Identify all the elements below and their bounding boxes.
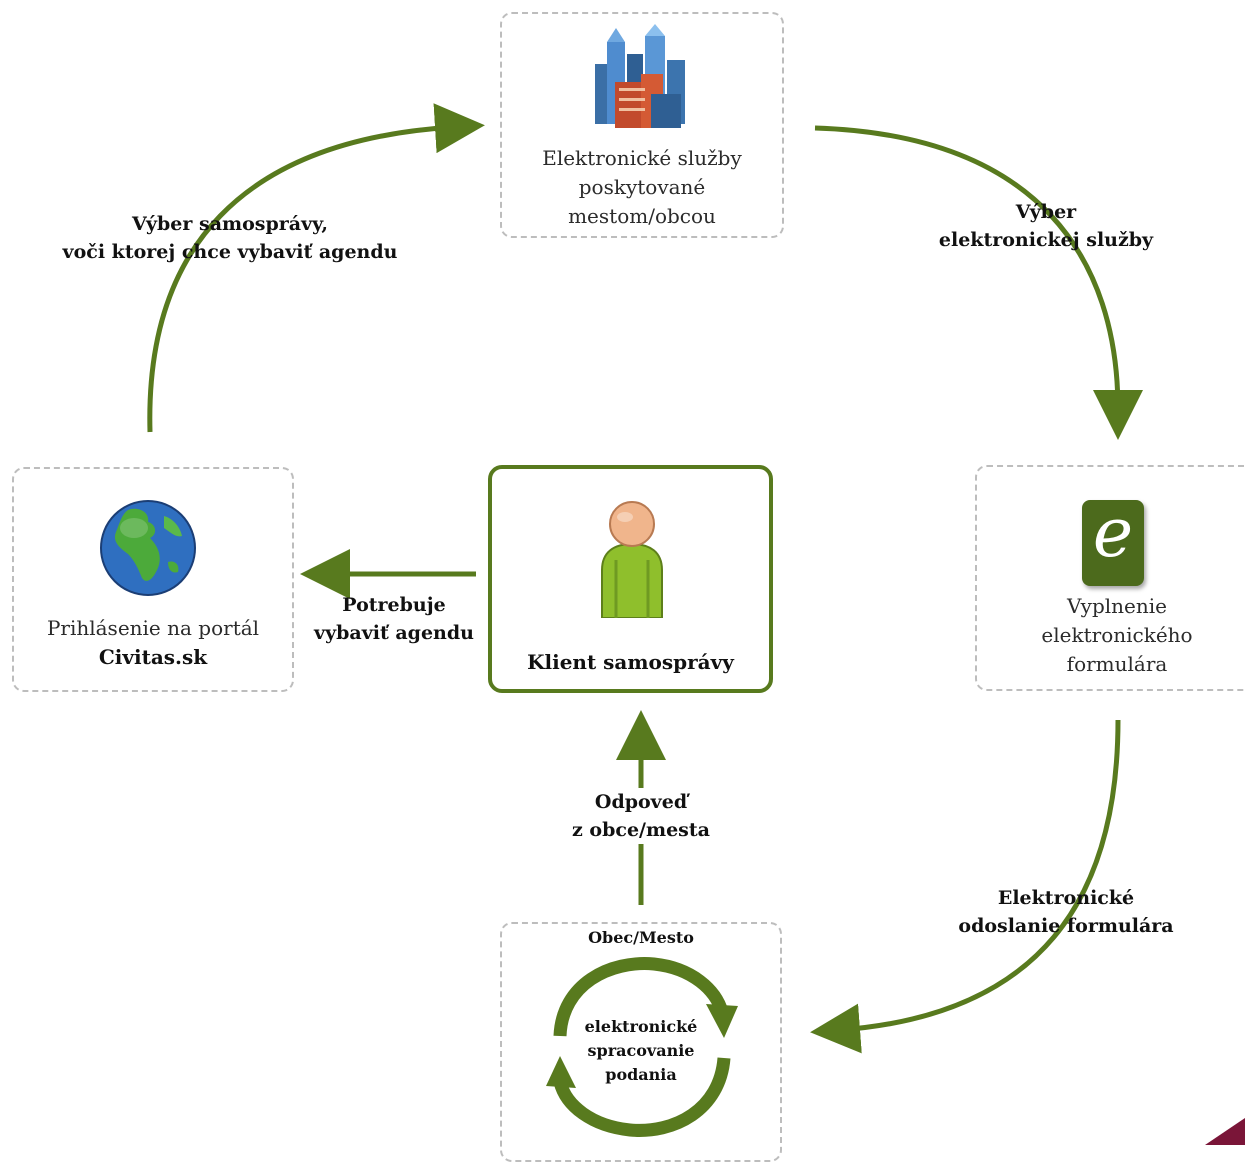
form-line2: elektronického (1041, 623, 1193, 647)
form-line3: formulára (1066, 652, 1168, 676)
corner-accent (1205, 1118, 1245, 1145)
services-line2: poskytované (578, 175, 706, 199)
form-line1: Vyplnenie (1067, 594, 1167, 618)
flow-response: Odpoveď z obce/mesta (548, 788, 734, 844)
services-line1: Elektronické služby (542, 146, 742, 170)
flow-select-municipality-line1: Výber samosprávy, (132, 213, 328, 235)
portal-label: Prihlásenie na portál Civitas.sk (20, 614, 286, 672)
flow-needs-agenda-line1: Potrebuje (342, 594, 446, 616)
flow-response-line1: Odpoveď (594, 791, 688, 813)
portal-node (12, 467, 294, 692)
flow-needs-agenda: Potrebuje vybaviť agendu (304, 591, 484, 647)
portal-line2: Civitas.sk (98, 645, 208, 669)
person-icon (601, 501, 663, 618)
globe-icon (100, 500, 196, 596)
cycle-arrows-icon (546, 957, 738, 1137)
municipality-line2: spracovanie (587, 1041, 695, 1060)
municipality-title: Obec/Mesto (588, 928, 694, 947)
services-line3: mestom/obcou (568, 204, 716, 228)
flow-select-service: Výber elektronickej služby (930, 198, 1162, 254)
flow-needs-agenda-line2: vybaviť agendu (314, 622, 474, 644)
services-label: Elektronické služby poskytované mestom/o… (505, 144, 779, 231)
portal-line1: Prihlásenie na portál (46, 616, 260, 640)
flow-select-service-line2: elektronickej služby (938, 229, 1154, 251)
flow-select-municipality-line2: voči ktorej chce vybaviť agendu (62, 241, 398, 263)
flow-send-form: Elektronické odoslanie formulára (945, 884, 1187, 940)
flow-select-municipality: Výber samosprávy, voči ktorej chce vybav… (40, 210, 420, 266)
flow-select-service-line1: Výber (1015, 201, 1077, 223)
services-node (500, 12, 784, 238)
arrow-portal-to-services (147, 103, 485, 433)
arrow-form-to-municipality (810, 719, 1121, 1054)
client-label: Klient samosprávy (527, 650, 734, 674)
form-node (975, 465, 1245, 691)
municipality-label: elektronické spracovanie podania (560, 1015, 722, 1087)
flow-response-line2: z obce/mesta (572, 819, 710, 841)
city-buildings-icon (595, 24, 685, 128)
e-form-icon: e (1082, 494, 1144, 586)
flow-send-form-line1: Elektronické (997, 887, 1135, 909)
form-label: Vyplnenie elektronického formulára (990, 592, 1244, 679)
e-letter: e (1092, 494, 1134, 573)
municipality-line1: elektronické (584, 1017, 698, 1036)
arrow-services-to-form (814, 125, 1143, 440)
flow-send-form-line2: odoslanie formulára (958, 915, 1174, 937)
municipality-line3: podania (605, 1065, 677, 1084)
